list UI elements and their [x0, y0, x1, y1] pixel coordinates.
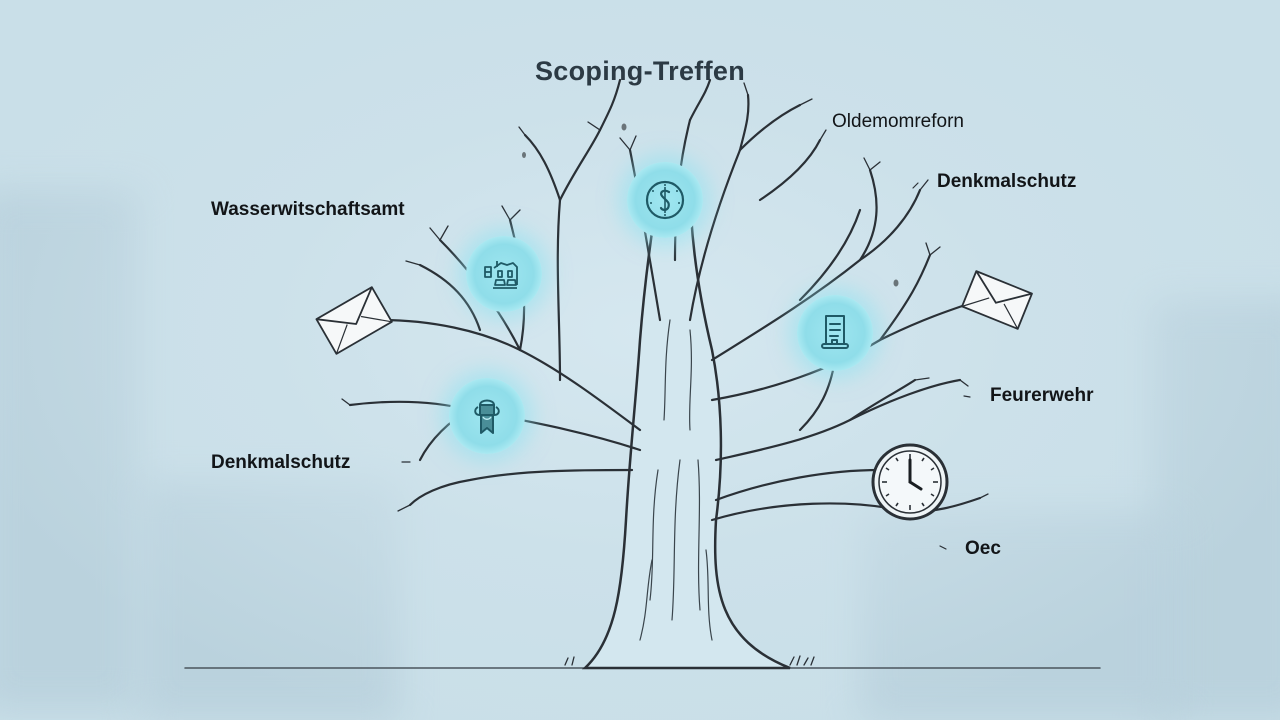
- building-icon: [484, 261, 518, 289]
- envelope-right-icon: [961, 270, 1033, 330]
- clock-icon: [871, 443, 949, 521]
- label-oldemomreforn: Oldemomreforn: [832, 111, 964, 132]
- label-feurerwehr: Feurerwehr: [990, 385, 1094, 406]
- label-wasserwirtschaftsamt: Wasserwitschaftsamt: [211, 199, 405, 220]
- label-oec: Oec: [965, 538, 1001, 559]
- node-person: [449, 378, 525, 454]
- document-stand-icon: [821, 315, 849, 349]
- envelope-left-icon: [315, 286, 393, 355]
- node-budget: [627, 162, 703, 238]
- label-denkmalschutz-left: Denkmalschutz: [211, 452, 351, 473]
- person-ribbon-icon: [474, 399, 500, 434]
- diagram-title: Scoping-Treffen: [534, 56, 745, 86]
- label-denkmalschutz-right: Denkmalschutz: [937, 171, 1077, 192]
- node-building: [466, 236, 542, 312]
- dollar-clock-icon: [645, 180, 685, 220]
- node-document: [797, 295, 873, 371]
